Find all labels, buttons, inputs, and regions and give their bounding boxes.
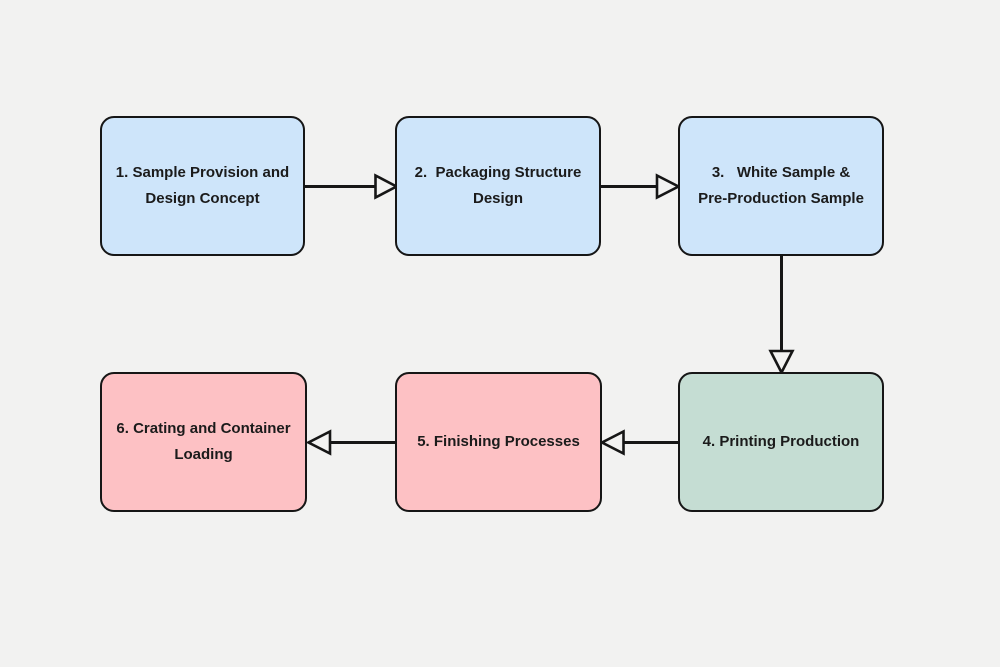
arrowhead-left-icon — [599, 429, 625, 456]
flow-node-label: Pre-Production Sample — [698, 190, 864, 207]
flow-node-packaging-structure: 2. Packaging Structure Design — [395, 116, 601, 256]
arrow-4-to-5 — [599, 429, 680, 456]
arrowhead-right-icon — [374, 173, 400, 200]
arrow-5-to-6 — [305, 429, 397, 456]
flow-node-label: Loading — [174, 446, 233, 463]
arrow-1-to-2 — [303, 173, 400, 200]
flow-node-crating-loading: 6. Crating and Container Loading — [100, 372, 307, 512]
arrowhead-down-icon — [768, 349, 795, 376]
flow-node-label: 2. Packaging Structure — [414, 164, 582, 181]
flow-node-finishing-processes: 5. Finishing Processes — [395, 372, 602, 512]
arrowhead-left-icon — [305, 429, 332, 456]
arrowhead-right-icon — [655, 173, 682, 200]
flow-node-label: Design Concept — [145, 190, 260, 207]
flow-node-white-sample: 3. White Sample & Pre-Production Sample — [678, 116, 884, 256]
arrow-2-to-3 — [599, 173, 682, 200]
flow-node-label: 6. Crating and Container — [116, 420, 291, 437]
arrow-3-to-4 — [768, 254, 795, 376]
flow-node-label: 1. Sample Provision and — [115, 164, 290, 181]
flow-node-sample-provision: 1. Sample Provision and Design Concept — [100, 116, 305, 256]
flow-node-label: 3. White Sample & — [711, 164, 851, 181]
flow-node-printing-production: 4. Printing Production — [678, 372, 884, 512]
flow-node-label: Design — [472, 190, 523, 207]
flow-node-label: 4. Printing Production — [702, 433, 860, 450]
flow-node-label: 5. Finishing Processes — [417, 433, 580, 450]
